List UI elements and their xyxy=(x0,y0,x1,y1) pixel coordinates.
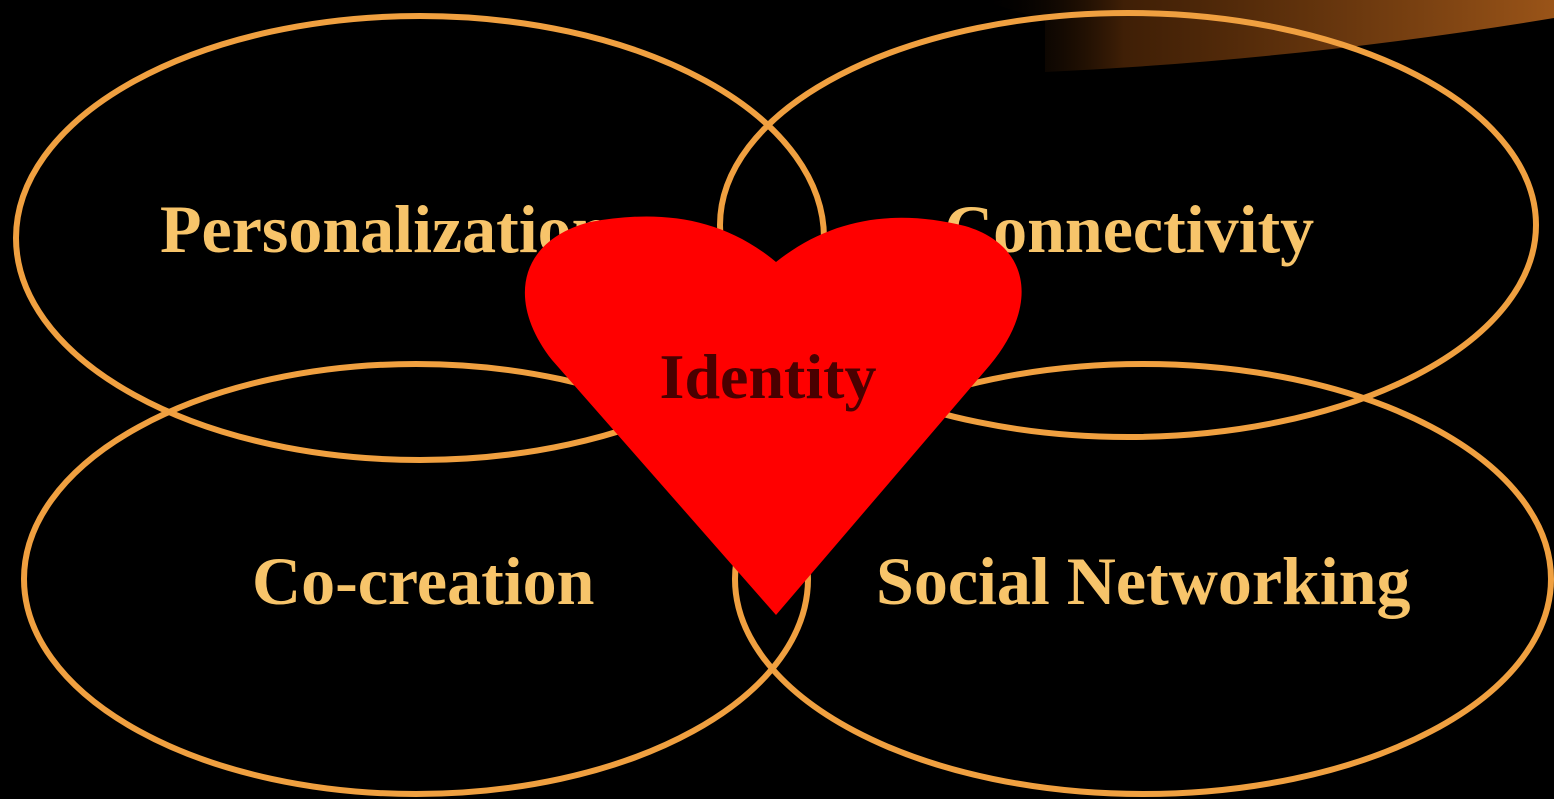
ellipse-co-creation xyxy=(21,361,811,797)
label-social-networking: Social Networking xyxy=(876,543,1411,619)
heart-icon xyxy=(524,216,1022,615)
ellipse-social-networking xyxy=(732,361,1554,797)
heart-label-identity: Identity xyxy=(660,341,877,412)
label-co-creation: Co-creation xyxy=(252,543,594,619)
ellipse-connectivity xyxy=(717,10,1539,440)
label-personalization: Personalization xyxy=(160,191,610,267)
corner-glow-decoration xyxy=(980,0,1554,72)
